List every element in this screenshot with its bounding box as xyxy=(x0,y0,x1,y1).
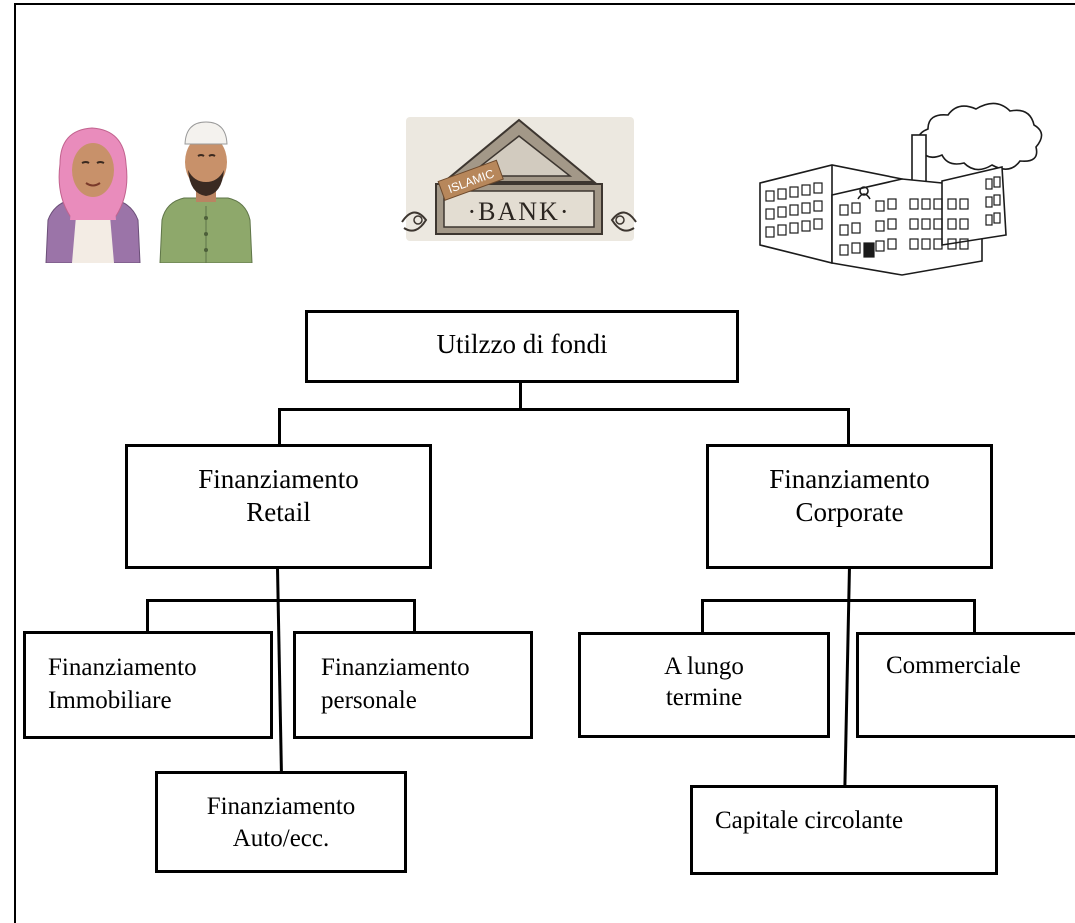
auto-node-line2: Auto/ecc. xyxy=(232,825,330,852)
corporate-node-label-line2: Corporate xyxy=(795,497,904,527)
connector-lungo-up xyxy=(701,599,704,634)
connector-personale-up xyxy=(413,599,416,633)
auto-node-line1: Finanziamento xyxy=(206,793,356,820)
bank-sign-text: ·BANK· xyxy=(468,197,571,226)
personale-node-line1: Finanziamento xyxy=(321,654,470,681)
retail-node-label-line2: Retail xyxy=(246,497,311,527)
lungo-termine-node: A lungo termine xyxy=(578,632,830,738)
lungo-termine-node-line2: termine xyxy=(665,684,743,711)
auto-node: Finanziamento Auto/ecc. xyxy=(155,771,407,873)
lungo-termine-node-line1: A lungo xyxy=(664,653,744,680)
muslim-man-icon xyxy=(158,118,254,263)
personale-node-line2: personale xyxy=(321,687,417,714)
capitale-node-line1: Capitale circolante xyxy=(715,807,904,834)
islamic-bank-icon: ·BANK· ISLAMIC xyxy=(396,112,642,246)
immobiliare-node: Finanziamento Immobiliare xyxy=(23,631,273,739)
connector-corporate-up xyxy=(847,408,850,446)
connector-root-down xyxy=(519,382,522,410)
root-node-label: Utilzzo di fondi xyxy=(436,329,608,359)
connector-corporate-horizontal xyxy=(701,599,976,602)
frame-top-border xyxy=(14,3,1075,5)
frame-left-border xyxy=(14,3,16,923)
connector-level1-horizontal xyxy=(278,408,850,411)
immobiliare-node-line2: Immobiliare xyxy=(48,687,172,714)
commerciale-node: Commerciale xyxy=(856,632,1075,738)
corporate-node: Finanziamento Corporate xyxy=(706,444,993,569)
immobiliare-node-line1: Finanziamento xyxy=(48,654,197,681)
root-node: Utilzzo di fondi xyxy=(305,310,739,383)
connector-commerciale-up xyxy=(973,599,976,634)
connector-immobiliare-up xyxy=(146,599,149,633)
retail-node-label-line1: Finanziamento xyxy=(198,464,359,494)
capitale-node: Capitale circolante xyxy=(690,785,998,875)
muslim-woman-icon xyxy=(42,120,144,263)
corporate-node-label-line1: Finanziamento xyxy=(769,464,930,494)
commerciale-node-line1: Commerciale xyxy=(886,652,1021,679)
factory-icon xyxy=(752,95,1050,285)
connector-retail-up xyxy=(278,408,281,446)
personale-node: Finanziamento personale xyxy=(293,631,533,739)
retail-node: Finanziamento Retail xyxy=(125,444,432,569)
connector-retail-horizontal xyxy=(146,599,416,602)
